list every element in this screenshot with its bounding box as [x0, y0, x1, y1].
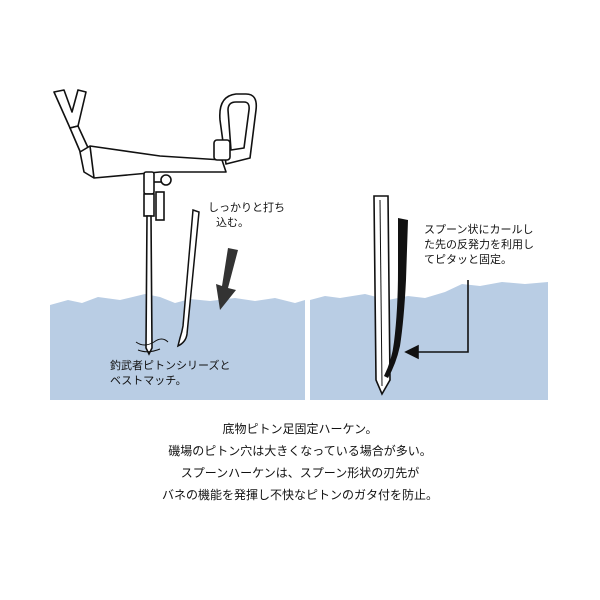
left-illustration: [50, 89, 305, 400]
label-spoon-curl-line2: た先の反発力を利用し: [424, 238, 534, 251]
spoon-haken-left: [176, 208, 200, 348]
water-area-right: [310, 282, 548, 400]
label-best-match: 釣武者ピトンシリーズと ベストマッチ。: [110, 358, 230, 388]
caption-line-2: 磯場のピトン穴は大きくなっている場合が多い。: [168, 444, 432, 458]
caption-line-3: スプーンハーケンは、スプーン形状の刃先が: [180, 466, 420, 480]
spoon-blade: [384, 218, 408, 378]
label-best-match-line1: 釣武者ピトンシリーズと: [110, 359, 231, 372]
caption-line-4: バネの機能を発揮し不快なピトンのガタ付を防止。: [161, 488, 438, 502]
right-illustration-panel: [310, 60, 548, 400]
caption-line-1: 底物ピトン足固定ハーケン。: [222, 422, 378, 436]
caption: 底物ピトン足固定ハーケン。 磯場のピトン穴は大きくなっている場合が多い。 スプー…: [0, 418, 600, 506]
label-drive-firmly-line2: 込む。: [216, 216, 249, 229]
arrow-left-icon: [404, 280, 469, 360]
ground-crack: [135, 338, 169, 353]
piton-stake: [143, 191, 165, 356]
label-spoon-curl-line1: スプーン状にカールし: [424, 223, 534, 236]
right-illustration: [310, 195, 548, 400]
label-spoon-curl-line3: てピタッと固定。: [424, 253, 512, 266]
label-drive-firmly: しっかりと打ち 込む。: [208, 200, 285, 230]
rod-holder-icon: [53, 89, 258, 195]
spoon-haken-closeup: [373, 195, 391, 396]
label-drive-firmly-line1: しっかりと打ち: [208, 201, 285, 214]
left-illustration-panel: [50, 60, 305, 400]
label-best-match-line2: ベストマッチ。: [110, 374, 187, 387]
arrow-down-icon: [216, 248, 238, 310]
label-spoon-curl: スプーン状にカールし た先の反発力を利用し てピタッと固定。: [424, 222, 534, 267]
